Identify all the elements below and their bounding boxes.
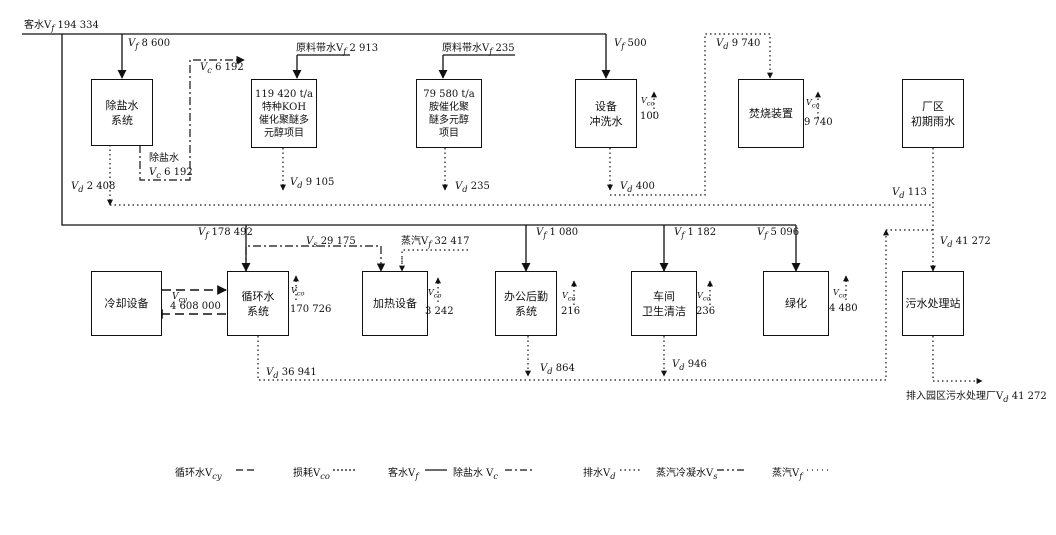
steam-in-label: 蒸汽Vf 32 417 xyxy=(401,236,470,249)
drain-collector-bottom xyxy=(257,229,889,381)
vf-desalt-label: Vf 8 600 xyxy=(128,38,171,51)
sewage-station-box: 污水处理站 xyxy=(902,271,964,336)
vd-rain-label: Vd 113 xyxy=(892,187,927,200)
greening-box: 绿化 xyxy=(763,271,829,336)
loss-green-value: 4 480 xyxy=(829,303,858,314)
legend-loss: 损耗Vco xyxy=(293,468,330,481)
loss-incin: Vco xyxy=(806,98,820,110)
legend-circ: 循环水Vcy xyxy=(175,468,222,481)
office-system-box: 办公后勤 系统 xyxy=(495,271,557,336)
loss-workshop-value: 236 xyxy=(696,306,716,317)
drain-to-incin xyxy=(610,33,773,196)
loss-heating: Vco xyxy=(428,288,442,300)
rainwater-box: 厂区 初期雨水 xyxy=(902,79,964,148)
discharge-label: 排入园区污水处理厂Vd 41 272 xyxy=(906,391,1047,404)
loss-workshop: Vco xyxy=(697,291,711,303)
vd-sewage-label: Vd 41 272 xyxy=(940,236,991,249)
legend-desalt: 除盐水 Vc xyxy=(453,468,499,481)
vc-desalt-label: Vc 6 192 xyxy=(149,167,193,180)
wash-water-box: 设备 冲洗水 xyxy=(575,79,637,148)
loss-wash-value: 100 xyxy=(640,111,660,122)
vf-circ-label: Vf 178 492 xyxy=(198,227,253,240)
condensate-line xyxy=(245,245,386,272)
desalt-out-label: 除盐水 xyxy=(149,153,179,164)
legend-steam: 蒸汽Vf xyxy=(772,468,803,481)
workshop-cleaning-box: 车间 卫生清洁 xyxy=(631,271,697,336)
loss-wash: Vco xyxy=(641,96,655,108)
vs-circ-label: Vs 29 175 xyxy=(306,236,356,249)
raw-koh-label: 原料带水Vf 2 913 xyxy=(296,43,379,56)
legend-cond: 蒸汽冷凝水Vs xyxy=(656,468,718,481)
vd-wash-label: Vd 400 xyxy=(620,181,655,194)
legend-drain: 排水Vd xyxy=(583,468,616,481)
drain-discharge xyxy=(932,336,983,384)
vf-workshop-label: Vf 1 182 xyxy=(674,227,717,240)
vd-amine-label: Vd 235 xyxy=(455,181,490,194)
cooling-equipment-box: 冷却设备 xyxy=(91,271,162,336)
loss-office-value: 216 xyxy=(561,306,581,317)
loss-heating-value: 3 242 xyxy=(425,306,454,317)
desalt-system-box: 除盐水 系统 xyxy=(91,79,153,146)
inflow-label: 客水Vf 194 334 xyxy=(24,20,99,33)
koh-project-box: 119 420 t/a 特种KOH 催化聚醚多 元醇项目 xyxy=(251,79,317,148)
incinerator-box: 焚烧装置 xyxy=(738,79,804,148)
raw-amine-label: 原料带水Vf 235 xyxy=(442,43,515,56)
vcy-value: 4 608 000 xyxy=(170,301,221,312)
loss-green: Vco xyxy=(833,288,847,300)
desalt-water-line xyxy=(139,55,245,181)
heating-equipment-box: 加热设备 xyxy=(362,271,428,336)
vd-workshop-label: Vd 946 xyxy=(672,359,707,372)
vc-koh-label: Vc 6 192 xyxy=(200,62,244,75)
loss-circ-value: 170 726 xyxy=(290,304,332,315)
vf-office-label: Vf 1 080 xyxy=(536,227,579,240)
steam-line xyxy=(401,249,470,262)
vcy-label: Vcy xyxy=(172,292,187,304)
vd-office-label: Vd 864 xyxy=(540,363,575,376)
vd-desalt-label: Vd 2 408 xyxy=(71,181,116,194)
vf-wash-label: Vf 500 xyxy=(614,38,647,51)
amine-project-box: 79 580 t/a 胺催化聚 醚多元醇 项目 xyxy=(416,79,482,148)
vd-koh-label: Vd 9 105 xyxy=(290,177,335,190)
loss-office: Vco xyxy=(562,291,576,303)
loss-incin-value: 9 740 xyxy=(804,117,833,128)
vd-circ-label: Vd 36 941 xyxy=(266,367,317,380)
loss-circ: Vco xyxy=(291,286,305,298)
fresh-secondary-line xyxy=(61,34,796,226)
circulating-water-box: 循环水 系统 xyxy=(227,271,289,336)
vf-green-label: Vf 5 096 xyxy=(757,227,800,240)
legend-fresh: 客水Vf xyxy=(388,468,419,481)
vd-top-label: Vd 9 740 xyxy=(716,38,761,51)
